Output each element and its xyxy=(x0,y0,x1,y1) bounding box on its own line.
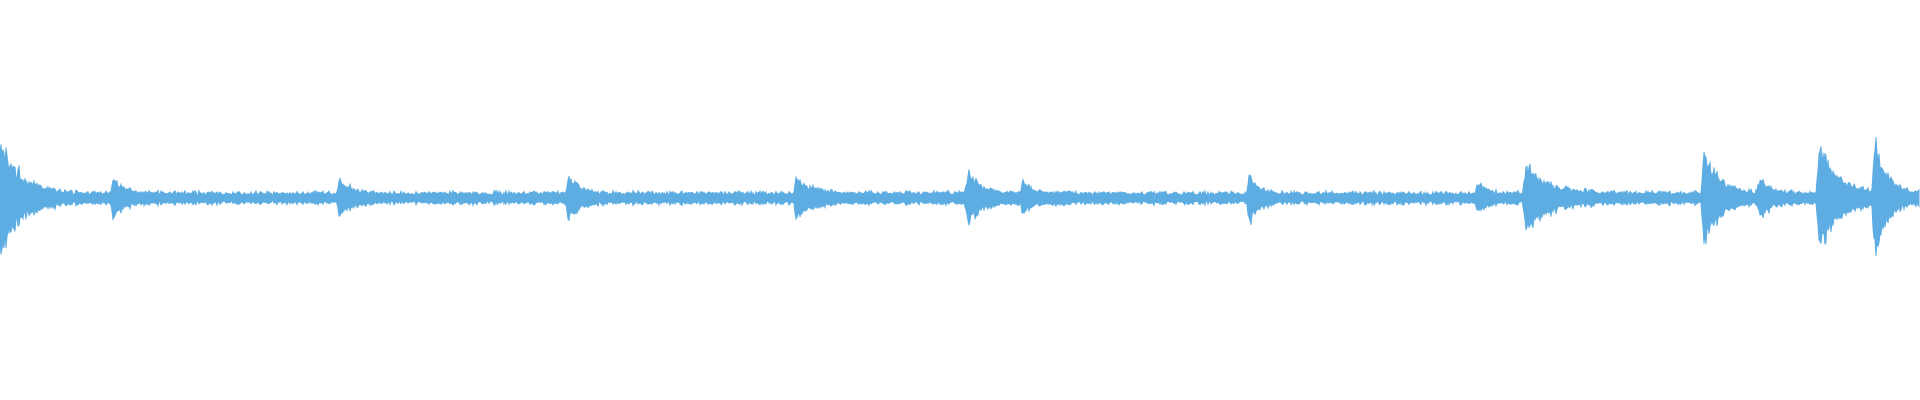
waveform-trace xyxy=(0,137,1920,257)
